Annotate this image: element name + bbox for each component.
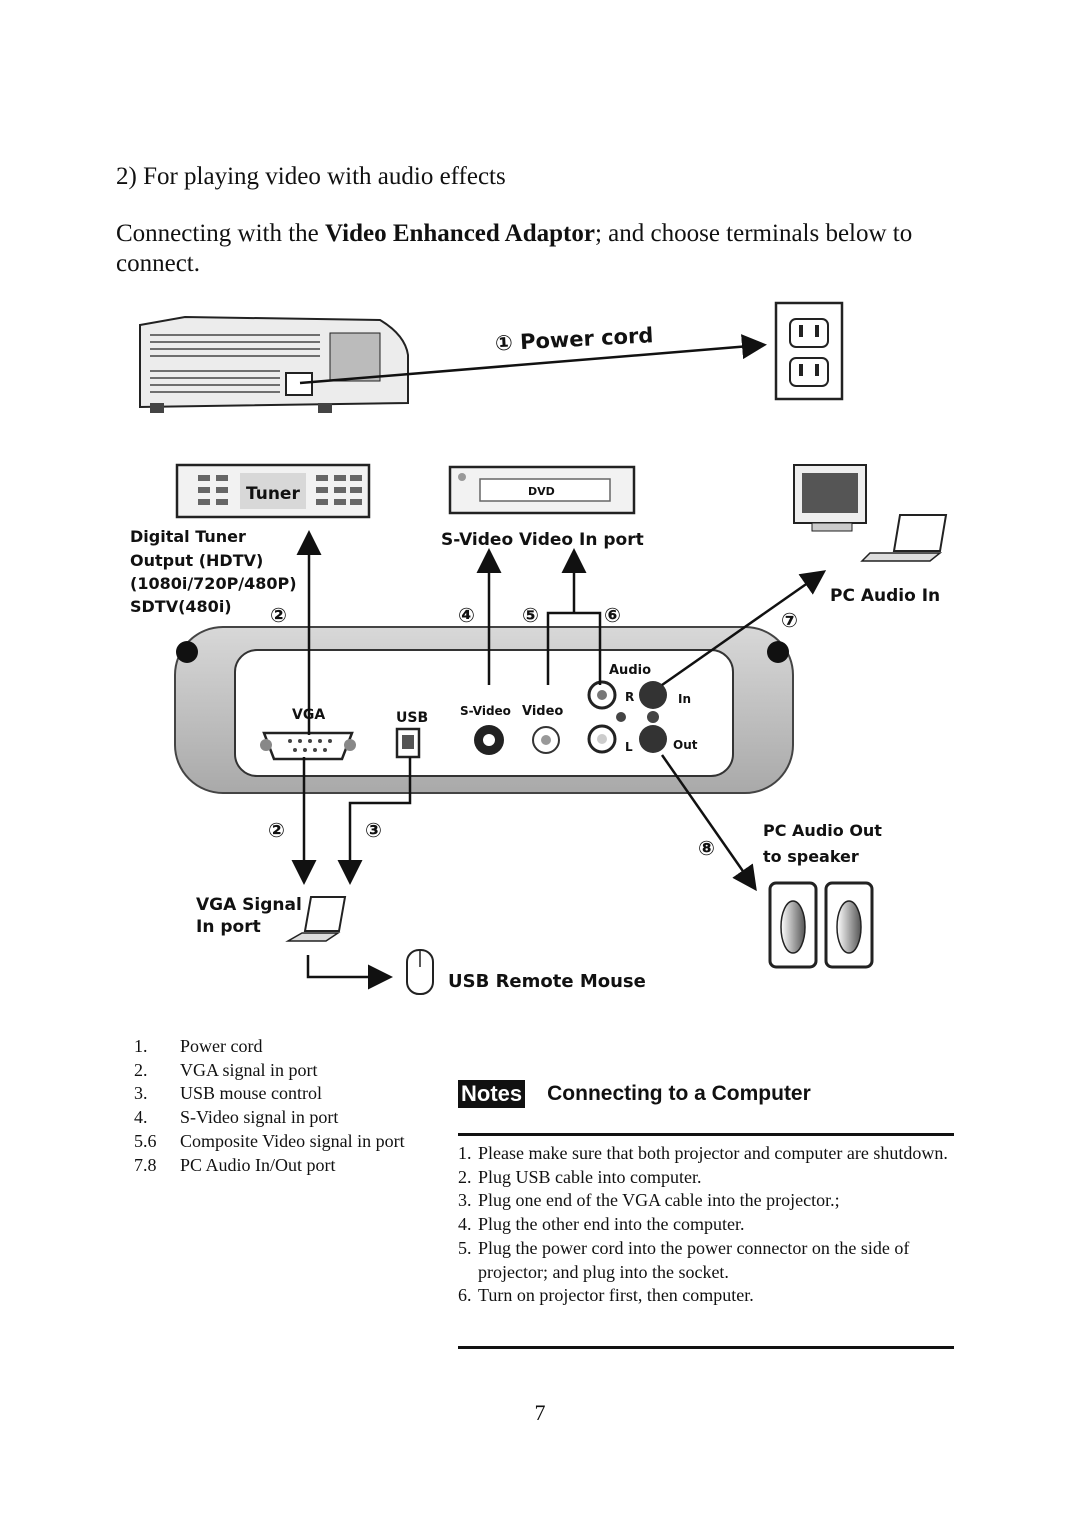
svideo-video-in-label: S-Video Video In port — [441, 530, 644, 550]
dvd-player-icon — [448, 465, 636, 515]
legend-item: 5.6 Composite Video signal in port — [134, 1130, 405, 1154]
marker-7: ⑦ — [781, 608, 798, 632]
legend-item: 7.8 PC Audio In/Out port — [134, 1154, 405, 1178]
audio-label: Audio — [609, 663, 651, 678]
video-port-label: Video — [522, 704, 563, 719]
intro-bold: Video Enhanced Adaptor — [325, 220, 595, 247]
legend-text: VGA signal in port — [180, 1059, 318, 1080]
legend-num: 2. — [134, 1059, 148, 1080]
pc-audio-out-line-1: PC Audio Out — [763, 821, 882, 840]
usb-remote-mouse-label: USB Remote Mouse — [448, 971, 646, 992]
notes-badge: Notes — [458, 1080, 526, 1108]
step-text: Plug the power cord into the power conne… — [478, 1237, 910, 1282]
pc-audio-out-line-2: to speaker — [763, 847, 859, 866]
speakers-icon — [768, 881, 874, 969]
intro-prefix: Connecting with the — [116, 220, 325, 247]
laptop-icon — [860, 514, 948, 562]
pc-audio-in-label: PC Audio In — [830, 586, 940, 606]
section-heading: 2) For playing video with audio effects — [116, 163, 506, 190]
legend-text: S-Video signal in port — [180, 1107, 339, 1128]
legend-text: PC Audio In/Out port — [180, 1154, 336, 1175]
marker-6: ⑥ — [604, 603, 621, 627]
audio-out-port-icon — [639, 725, 667, 753]
mouse-icon — [406, 949, 434, 995]
legend-num: 4. — [134, 1107, 148, 1128]
marker-4: ④ — [458, 603, 475, 627]
legend-text: Composite Video signal in port — [180, 1130, 405, 1151]
notes-bottom-rule — [458, 1346, 954, 1349]
tuner-icon — [175, 463, 371, 519]
page-number: 7 — [534, 1400, 546, 1425]
legend-item: 3. USB mouse control — [134, 1082, 405, 1106]
legend-item: 2. VGA signal in port — [134, 1059, 405, 1083]
legend-num: 7.8 — [134, 1154, 157, 1175]
legend-item: 4. S-Video signal in port — [134, 1106, 405, 1130]
desktop-computer-icon — [793, 464, 867, 532]
tuner-output-label: Digital Tuner Output (HDTV) (1080i/720P/… — [130, 527, 297, 616]
notes-title: Connecting to a Computer — [547, 1082, 811, 1105]
vga-signal-line-1: VGA Signal — [196, 895, 302, 915]
r-label: R — [625, 690, 634, 704]
step-num: 1. — [458, 1143, 472, 1163]
intro-paragraph: Connecting with the Video Enhanced Adapt… — [116, 219, 956, 279]
step-item: 3. Plug one end of the VGA cable into the… — [458, 1189, 958, 1213]
marker-3: ③ — [365, 818, 382, 842]
notes-steps: 1. Please make sure that both projector a… — [458, 1142, 958, 1308]
wall-outlet-icon — [774, 301, 844, 401]
step-item: 1. Please make sure that both projector a… — [458, 1142, 958, 1166]
laptop-bottom-icon — [285, 896, 347, 942]
step-num: 4. — [458, 1214, 472, 1235]
intro-suffix: ; and choose terminals below to connect. — [116, 220, 913, 277]
in-label: In — [678, 692, 691, 706]
step-text: Turn on projector first, then computer. — [478, 1285, 754, 1306]
step-text: Plug the other end into the computer. — [478, 1214, 745, 1235]
audio-r-port-icon — [587, 680, 617, 710]
usb-port-icon — [395, 727, 421, 759]
svideo-port-icon — [474, 725, 504, 755]
legend-item: 1. Power cord — [134, 1035, 405, 1059]
legend-list: 1. Power cord 2. VGA signal in port 3. USB … — [134, 1035, 405, 1177]
out-label: Out — [673, 738, 698, 752]
tuner-output-line-3: (1080i/720P/480P) — [130, 574, 297, 593]
projector-icon — [139, 315, 409, 413]
tuner-output-line-1: Digital Tuner — [130, 527, 246, 546]
l-label: L — [625, 740, 633, 754]
notes-top-rule — [458, 1133, 954, 1136]
tuner-output-line-2: Output (HDTV) — [130, 551, 263, 570]
video-port-icon — [532, 726, 560, 754]
step-item: 6. Turn on projector first, then computer… — [458, 1284, 958, 1308]
power-cord-label: ① Power cord — [494, 323, 654, 355]
legend-num: 1. — [134, 1036, 148, 1056]
step-item: 5. Plug the power cord into the power con… — [458, 1237, 958, 1284]
marker-2-top: ② — [270, 603, 287, 627]
step-text: Plug one end of the VGA cable into the p… — [478, 1190, 840, 1211]
legend-num: 3. — [134, 1083, 148, 1104]
step-text: Plug USB cable into computer. — [478, 1166, 702, 1187]
legend-num: 5.6 — [134, 1130, 157, 1151]
step-num: 3. — [458, 1190, 472, 1211]
tuner-label: Tuner — [246, 484, 300, 504]
marker-8: ⑧ — [698, 836, 715, 860]
step-text: Please make sure that both projector and… — [478, 1143, 948, 1163]
audio-in-port-icon — [639, 681, 667, 709]
step-num: 2. — [458, 1166, 472, 1187]
dvd-label: DVD — [528, 485, 555, 498]
connection-diagram: ① Power cord Tuner DVD — [130, 301, 948, 995]
vga-signal-line-2: In port — [196, 917, 261, 937]
audio-l-port-icon — [587, 724, 617, 754]
legend-text: Power cord — [180, 1036, 263, 1056]
tuner-output-line-4: SDTV(480i) — [130, 597, 232, 616]
marker-5: ⑤ — [522, 603, 539, 627]
step-item: 2. Plug USB cable into computer. — [458, 1166, 958, 1190]
svideo-port-label: S-Video — [460, 704, 511, 718]
step-item: 4. Plug the other end into the computer. — [458, 1213, 958, 1237]
step-num: 6. — [458, 1285, 472, 1306]
legend-text: USB mouse control — [180, 1083, 322, 1104]
vga-port-icon — [260, 731, 356, 761]
notes-header: Notes Connecting to a Computer — [458, 1080, 811, 1108]
step-num: 5. — [458, 1237, 472, 1258]
marker-2-bottom: ② — [268, 818, 285, 842]
usb-port-label: USB — [396, 710, 428, 726]
